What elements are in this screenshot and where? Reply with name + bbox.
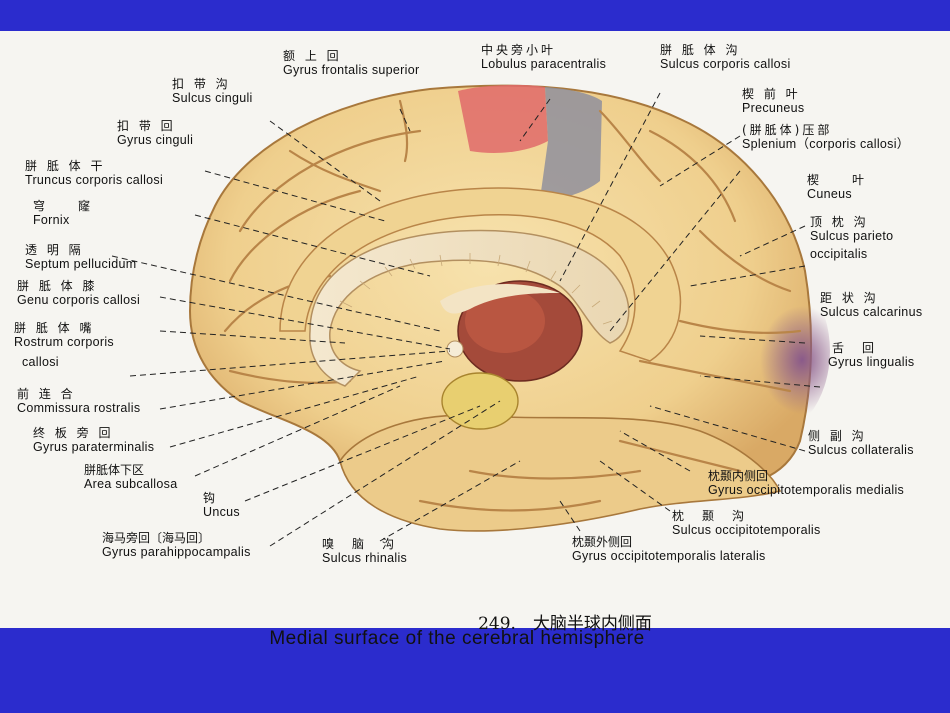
label-en: Genu corporis callosi xyxy=(17,293,141,307)
label-en: Sulcus calcarinus xyxy=(820,305,923,319)
label-zh: 扣 带 沟 xyxy=(172,77,231,91)
label-zh: 枕 颞 沟 xyxy=(672,509,748,523)
label-zh: 楔 前 叶 xyxy=(742,87,801,101)
label-sulcus-cinguli: 扣 带 沟 Sulcus cinguli xyxy=(172,77,253,105)
label-zh: 胼胝体下区 xyxy=(84,463,145,477)
label-zh: 嗅 脑 沟 xyxy=(322,537,398,551)
label-zh: 终 板 旁 回 xyxy=(33,426,114,440)
label-en: Lobulus paracentralis xyxy=(481,57,607,71)
label-sulcus-calcarinus: 距 状 沟 Sulcus calcarinus xyxy=(820,291,922,319)
label-lobulus-paracentralis: 中央旁小叶 Lobulus paracentralis xyxy=(481,43,606,71)
label-septum-pellucidum: 透 明 隔 Septum pellucidum xyxy=(25,243,136,271)
label-uncus: 钩 Uncus xyxy=(203,491,240,519)
label-splenium: (胼胝体)压部 Splenium（corporis callosi） xyxy=(742,123,910,151)
label-gyrus-occipitotemporalis-medialis: 枕颞内侧回 Gyrus occipitotemporalis medialis xyxy=(708,469,904,497)
label-en: Sulcus parieto xyxy=(810,229,894,243)
label-en: Uncus xyxy=(203,505,240,519)
label-en: Sulcus cinguli xyxy=(172,91,253,105)
label-gyrus-occipitotemporalis-lateralis: 枕颞外侧回 Gyrus occipitotemporalis lateralis xyxy=(572,535,766,563)
label-zh: 顶 枕 沟 xyxy=(810,215,869,229)
label-zh: 扣 带 回 xyxy=(117,119,176,133)
label-zh: (胼胝体)压部 xyxy=(742,123,833,137)
label-en: Sulcus corporis callosi xyxy=(660,57,791,71)
label-sulcus-rhinalis: 嗅 脑 沟 Sulcus rhinalis xyxy=(322,537,407,565)
paracentral-lobule-gray xyxy=(540,87,602,200)
label-zh: 舌 回 xyxy=(832,341,878,355)
label-en: Splenium（corporis callosi） xyxy=(742,137,910,151)
label-zh: 侧 副 沟 xyxy=(808,429,867,443)
label-sulcus-occipitotemporalis: 枕 颞 沟 Sulcus occipitotemporalis xyxy=(672,509,821,537)
corpus-callosum xyxy=(309,229,630,387)
cingulate-gyrus xyxy=(279,187,682,362)
label-zh: 中央旁小叶 xyxy=(481,43,557,57)
label-sulcus-collateralis: 侧 副 沟 Sulcus collateralis xyxy=(808,429,914,457)
label-truncus-corporis-callosi: 胼 胝 体 干 Truncus corporis callosi xyxy=(25,159,163,187)
label-zh: 楔 叶 xyxy=(807,173,868,187)
label-en: Gyrus occipitotemporalis medialis xyxy=(708,483,905,497)
label-zh: 前 连 合 xyxy=(17,387,76,401)
label-gyrus-cinguli: 扣 带 回 Gyrus cinguli xyxy=(117,119,193,147)
label-cuneus: 楔 叶 Cuneus xyxy=(807,173,867,201)
label-zh: 海马旁回〔海马回〕 xyxy=(102,531,211,545)
label-en: Fornix xyxy=(33,213,70,227)
illustration-plate: 额 上 回 Gyrus frontalis superior 中央旁小叶 Lob… xyxy=(0,31,950,649)
label-gyrus-parahippocampalis: 海马旁回〔海马回〕 Gyrus parahippocampalis xyxy=(102,531,251,559)
label-en: Sulcus rhinalis xyxy=(322,551,408,565)
label-zh: 胼 胝 体 膝 xyxy=(17,279,98,293)
label-en: Precuneus xyxy=(742,101,805,115)
label-en: Truncus corporis callosi xyxy=(25,173,164,187)
brain-medial-surface-illustration xyxy=(111,84,830,547)
label-en: Cuneus xyxy=(807,187,852,201)
label-sulcus-parieto-occipitalis: 顶 枕 沟 Sulcus parieto occipitalis xyxy=(810,215,893,261)
label-en: Gyrus occipitotemporalis lateralis xyxy=(572,549,766,563)
label-en: Gyrus paraterminalis xyxy=(33,440,155,454)
label-fornix: 穹 窿 Fornix xyxy=(33,199,93,227)
label-en: Gyrus parahippocampalis xyxy=(102,545,251,559)
label-en: Sulcus collateralis xyxy=(808,443,914,457)
paracentral-lobule-red xyxy=(458,84,548,153)
label-commissura-rostralis: 前 连 合 Commissura rostralis xyxy=(17,387,140,415)
label-en: Area subcallosa xyxy=(84,477,178,491)
label-rostrum-corporis-callosi: 胼 胝 体 嘴 Rostrum corporis callosi xyxy=(14,321,114,369)
label-sulcus-corporis-callosi: 胼 胝 体 沟 Sulcus corporis callosi xyxy=(660,43,791,71)
label-en-2: occipitalis xyxy=(810,247,868,261)
label-zh: 钩 xyxy=(203,491,219,505)
figure-caption-en: Medial surface of the cerebral hemispher… xyxy=(269,628,645,649)
label-zh: 胼 胝 体 干 xyxy=(25,159,106,173)
label-en: Sulcus occipitotemporalis xyxy=(672,523,821,537)
label-en: Gyrus cinguli xyxy=(117,133,194,147)
label-en: Gyrus frontalis superior xyxy=(283,63,420,77)
label-gyrus-paraterminalis: 终 板 旁 回 Gyrus paraterminalis xyxy=(33,426,154,454)
label-zh: 透 明 隔 xyxy=(25,243,84,257)
label-genu-corporis-callosi: 胼 胝 体 膝 Genu corporis callosi xyxy=(17,279,140,307)
label-gyrus-lingualis: 舌 回 Gyrus lingualis xyxy=(828,341,914,369)
label-zh: 额 上 回 xyxy=(283,49,342,63)
label-gyrus-frontalis-superior: 额 上 回 Gyrus frontalis superior xyxy=(283,49,419,77)
label-zh: 枕颞内侧回 xyxy=(708,469,769,483)
figure-caption-zh: 249. 大脑半球内侧面 xyxy=(478,614,652,634)
label-en: Commissura rostralis xyxy=(17,401,141,415)
label-en: Septum pellucidum xyxy=(25,257,137,271)
label-precuneus: 楔 前 叶 Precuneus xyxy=(742,87,804,115)
label-en-2: callosi xyxy=(22,355,59,369)
label-zh: 距 状 沟 xyxy=(820,291,879,305)
label-zh: 胼 胝 体 嘴 xyxy=(14,321,95,335)
label-area-subcallosa: 胼胝体下区 Area subcallosa xyxy=(84,463,177,491)
label-zh: 穹 窿 xyxy=(33,199,94,213)
label-zh: 枕颞外侧回 xyxy=(572,535,633,549)
label-en: Rostrum corporis xyxy=(14,335,114,349)
uncus-shape xyxy=(441,372,519,430)
label-en: Gyrus lingualis xyxy=(828,355,915,369)
label-zh: 胼 胝 体 沟 xyxy=(660,43,741,57)
